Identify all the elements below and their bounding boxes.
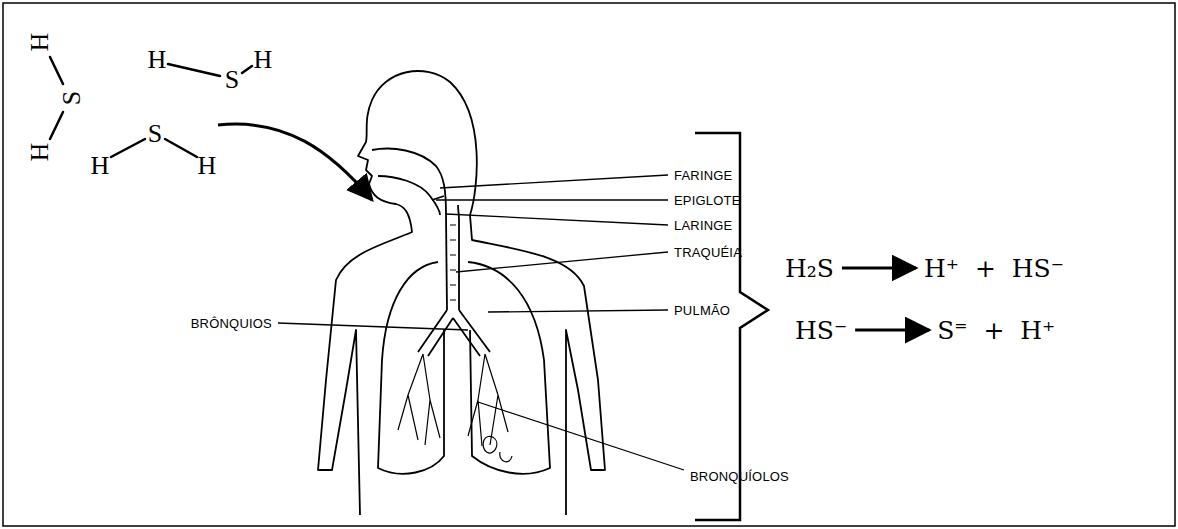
reaction-arrow: [842, 267, 916, 270]
equation-term: HS⁻: [795, 318, 847, 343]
molecule-atom: S: [225, 67, 239, 93]
organ-label: TRAQUÉIA: [674, 246, 742, 259]
molecule-atom: S: [148, 121, 162, 147]
equation-term: S⁼ + H⁺: [937, 318, 1055, 343]
frame: [3, 3, 1175, 526]
organ-label: LARINGE: [674, 219, 732, 232]
leader-lines: [278, 175, 684, 470]
molecule-atom: H: [254, 47, 273, 73]
human-body: [318, 71, 605, 515]
inhale-arrow: [218, 124, 372, 200]
molecule-atom: H: [27, 143, 53, 162]
molecule-atom: S: [59, 91, 85, 105]
reaction-arrow: [855, 329, 929, 332]
molecule-atom: H: [91, 153, 110, 179]
organ-label: PULMÃO: [674, 304, 730, 317]
equation-term: H⁺ + HS⁻: [924, 256, 1064, 281]
molecule-atom: H: [198, 153, 217, 179]
bracket: [695, 133, 768, 520]
organ-label: BRONQUÍOLOS: [690, 470, 789, 483]
organ-label: EPIGLOTE: [674, 194, 741, 207]
molecule-atom: H: [148, 47, 167, 73]
molecule-atom: H: [27, 33, 53, 52]
organ-label: FARINGE: [674, 169, 732, 182]
equation-term: H₂S: [785, 256, 834, 281]
organ-label: BRÔNQUIOS: [191, 317, 272, 330]
